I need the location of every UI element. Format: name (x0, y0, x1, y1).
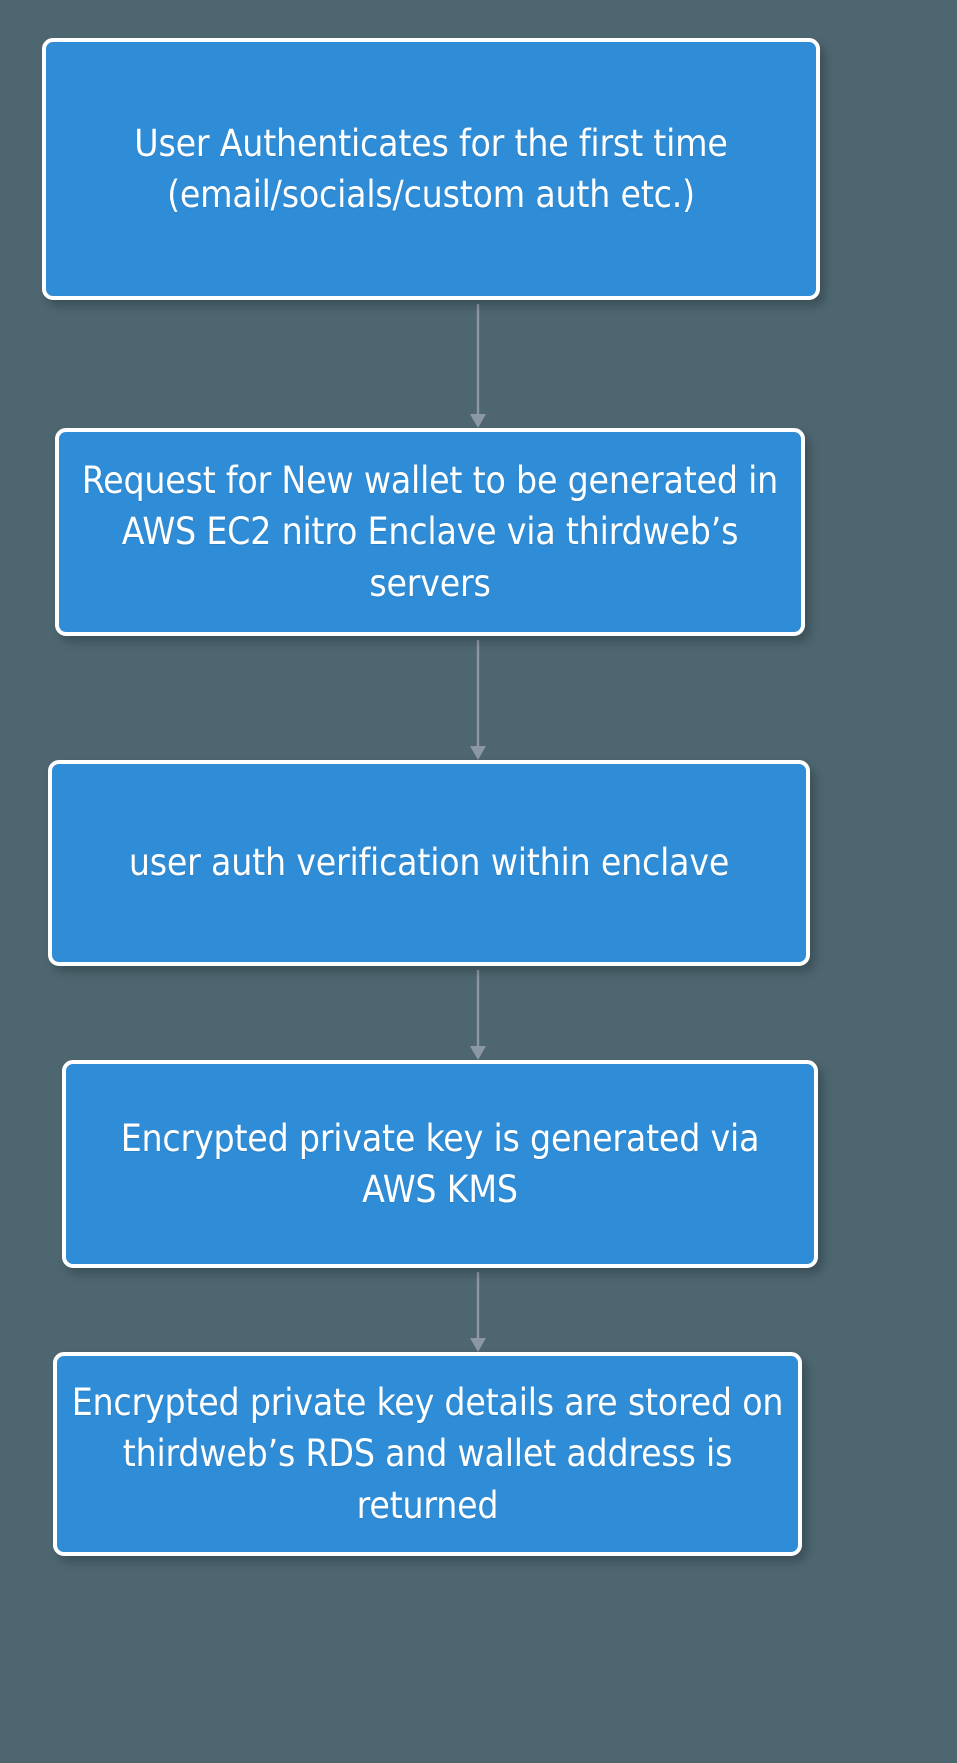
flow-node-user-auth-verification[interactable]: user auth verification within enclave (48, 760, 810, 966)
edge-node1-node2 (470, 640, 486, 760)
flow-node-encrypted-key-generated[interactable]: Encrypted private key is generated via A… (62, 1060, 818, 1268)
edge-node0-node1 (470, 304, 486, 428)
flow-node-label: Encrypted private key is generated via A… (120, 1116, 760, 1211)
flow-node-label: user auth verification within enclave (128, 841, 730, 885)
flow-node-label: User Authenticates for the first time (e… (134, 121, 728, 216)
edge-node3-node4 (470, 1272, 486, 1352)
flow-node-label: Encrypted private key details are stored… (71, 1381, 784, 1527)
flow-node-request-new-wallet[interactable]: Request for New wallet to be generated i… (55, 428, 805, 636)
flow-node-user-authenticates[interactable]: User Authenticates for the first time (e… (42, 38, 820, 300)
edge-node2-node3 (470, 970, 486, 1060)
flow-node-key-stored-and-address-returned[interactable]: Encrypted private key details are stored… (53, 1352, 802, 1556)
flow-node-label: Request for New wallet to be generated i… (81, 459, 779, 605)
